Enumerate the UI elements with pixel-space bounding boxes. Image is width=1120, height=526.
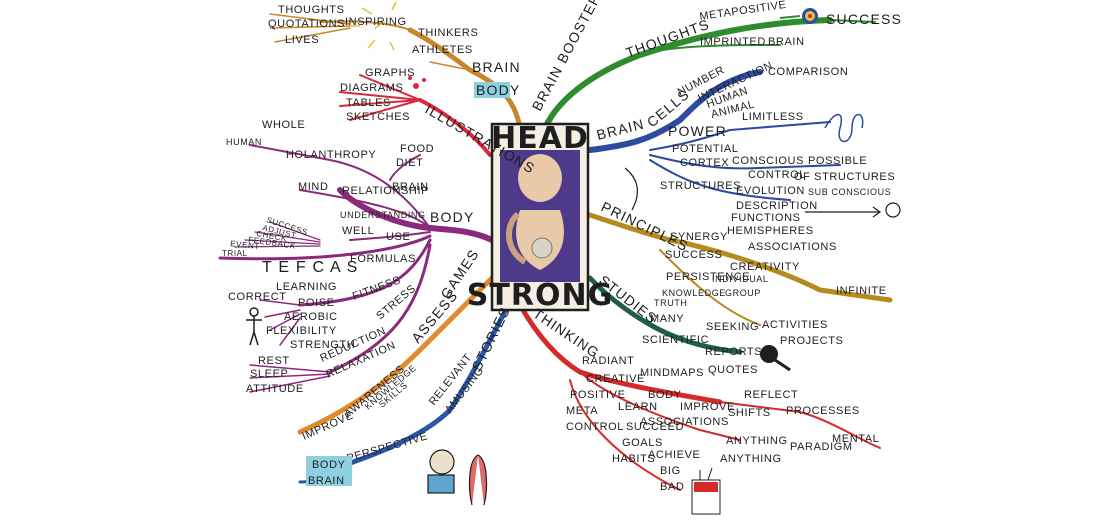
- word-shifts: SHIFTS: [728, 407, 771, 419]
- word-aerobic: AEROBIC: [284, 311, 338, 323]
- word-thinkers: THINKERS: [418, 27, 478, 39]
- word-sketches: SKETCHES: [346, 111, 410, 123]
- word-possible: POSSIBLE: [808, 155, 867, 167]
- word-evolution: EVOLUTION: [736, 185, 805, 197]
- word-many: MANY: [650, 313, 684, 325]
- word-food: FOOD: [400, 143, 434, 155]
- word-body-l: BODY: [430, 209, 474, 225]
- word-truth: TRUTH: [654, 298, 688, 308]
- word-inspiring: INSPIRING: [345, 16, 407, 28]
- book-characters-icon: [428, 450, 486, 505]
- word-metapositive: METAPOSITIVE: [699, 0, 788, 23]
- word-succeed: SUCCEED: [626, 421, 684, 433]
- word-thoughts: THOUGHTS: [278, 4, 345, 16]
- word-whole: WHOLE: [262, 119, 305, 131]
- word-radiant: RADIANT: [582, 355, 634, 367]
- word-hemispheres: HEMISPHERES: [727, 225, 814, 237]
- spring-icon: [825, 115, 863, 142]
- word-positive: POSITIVE: [570, 389, 626, 401]
- word-achieve: ACHIEVE: [648, 449, 701, 461]
- word-seeking: SEEKING: [706, 321, 759, 333]
- word-well: WELL: [342, 225, 374, 237]
- word-knowledge-p: KNOWLEDGE: [662, 288, 726, 298]
- word-reports: REPORTS: [705, 346, 762, 358]
- word-holanthropy: HOLANTHROPY: [286, 149, 376, 161]
- word-comparison: COMPARISON: [768, 66, 848, 78]
- word-sub-conscious: SUB CONSCIOUS: [808, 187, 891, 197]
- word-attitude: ATTITUDE: [246, 383, 304, 395]
- word-structures: STRUCTURES: [660, 180, 741, 192]
- word-potential: POTENTIAL: [672, 143, 739, 155]
- word-quotes: QUOTES: [708, 364, 758, 376]
- word-limitless: LIMITLESS: [742, 111, 804, 123]
- word-anything1: ANYTHING: [726, 435, 788, 447]
- word-conscious: CONSCIOUS: [732, 155, 804, 167]
- word-trial: TRIAL: [222, 249, 248, 258]
- word-mind: MIND: [298, 181, 329, 193]
- word-power: POWER: [668, 123, 727, 139]
- word-poise: POISE: [298, 297, 335, 309]
- word-graphs: GRAPHS: [365, 67, 415, 79]
- word-habits: HABITS: [612, 453, 655, 465]
- word-tefcas: T E F C A S: [262, 259, 359, 276]
- word-learn: LEARN: [618, 401, 658, 413]
- word-activities: ACTIVITIES: [762, 319, 828, 331]
- word-brain-imprinted: BRAIN: [768, 36, 805, 48]
- word-quotations: QUOTATIONS: [268, 18, 345, 30]
- word-diagrams: DIAGRAMS: [340, 82, 403, 94]
- word-of-structures: OF STRUCTURES: [794, 171, 895, 183]
- word-infinite: INFINITE: [836, 285, 887, 297]
- word-group: GROUP: [725, 288, 761, 298]
- word-body-top: BODY: [476, 82, 520, 98]
- word-use: USE: [386, 231, 410, 243]
- word-athletes: ATHLETES: [412, 44, 473, 56]
- word-control-t: CONTROL: [566, 421, 624, 433]
- word-body-t: BODY: [648, 389, 682, 401]
- word-functions: FUNCTIONS: [731, 212, 801, 224]
- word-sleep: SLEEP: [250, 368, 288, 380]
- word-success-top: SUCCESS: [826, 11, 902, 27]
- word-imprinted: IMPRINTED: [700, 36, 766, 48]
- word-stories: STORIES: [468, 304, 513, 374]
- word-improve-t: IMPROVE: [680, 401, 735, 413]
- word-perspective: PERSPECTIVE: [346, 430, 430, 465]
- word-success-p: SUCCESS: [665, 249, 722, 261]
- word-mindmaps: MINDMAPS: [640, 367, 704, 379]
- word-brain-top: BRAIN: [472, 59, 521, 75]
- word-understanding: UNDERSTANDING: [340, 210, 426, 220]
- word-scientific: SCIENTIFIC: [642, 334, 709, 346]
- word-formulas: FORMULAS: [350, 253, 416, 265]
- word-anything2: ANYTHING: [720, 453, 782, 465]
- person-icon: [246, 308, 262, 345]
- word-diet: DIET: [396, 157, 423, 169]
- word-synergy: SYNERGY: [670, 231, 728, 243]
- word-persistence: PERSISTENCE: [666, 271, 750, 283]
- word-human-l: HUMAN: [226, 137, 262, 147]
- word-brain-s: BRAIN: [308, 475, 345, 487]
- word-projects: PROJECTS: [780, 335, 843, 347]
- word-learning: LEARNING: [276, 281, 337, 293]
- word-big: BIG: [660, 465, 681, 477]
- word-relationship: RELATIONSHIP: [342, 185, 429, 197]
- word-body-s: BODY: [312, 459, 346, 471]
- word-flexibility: FLEXIBILITY: [266, 325, 337, 337]
- word-processes: PROCESSES: [786, 405, 860, 417]
- magnifier-icon: [760, 345, 790, 370]
- cigarettes-icon: [692, 468, 720, 514]
- word-lives: LIVES: [285, 34, 319, 46]
- word-tables: TABLES: [346, 97, 391, 109]
- word-description: DESCRIPTION: [736, 200, 818, 212]
- word-reflect: REFLECT: [744, 389, 798, 401]
- word-bad: BAD: [660, 481, 684, 493]
- word-cortex: CORTEX: [680, 157, 729, 169]
- word-paradigm: PARADIGM: [790, 441, 853, 453]
- word-creative: CREATIVE: [586, 373, 645, 385]
- word-associations-p: ASSOCIATIONS: [748, 241, 837, 253]
- word-goals: GOALS: [622, 437, 663, 449]
- word-rest: REST: [258, 355, 290, 367]
- word-meta: META: [566, 405, 598, 417]
- word-principles: PRINCIPLES: [599, 198, 692, 254]
- head-profile-icon: [886, 203, 900, 217]
